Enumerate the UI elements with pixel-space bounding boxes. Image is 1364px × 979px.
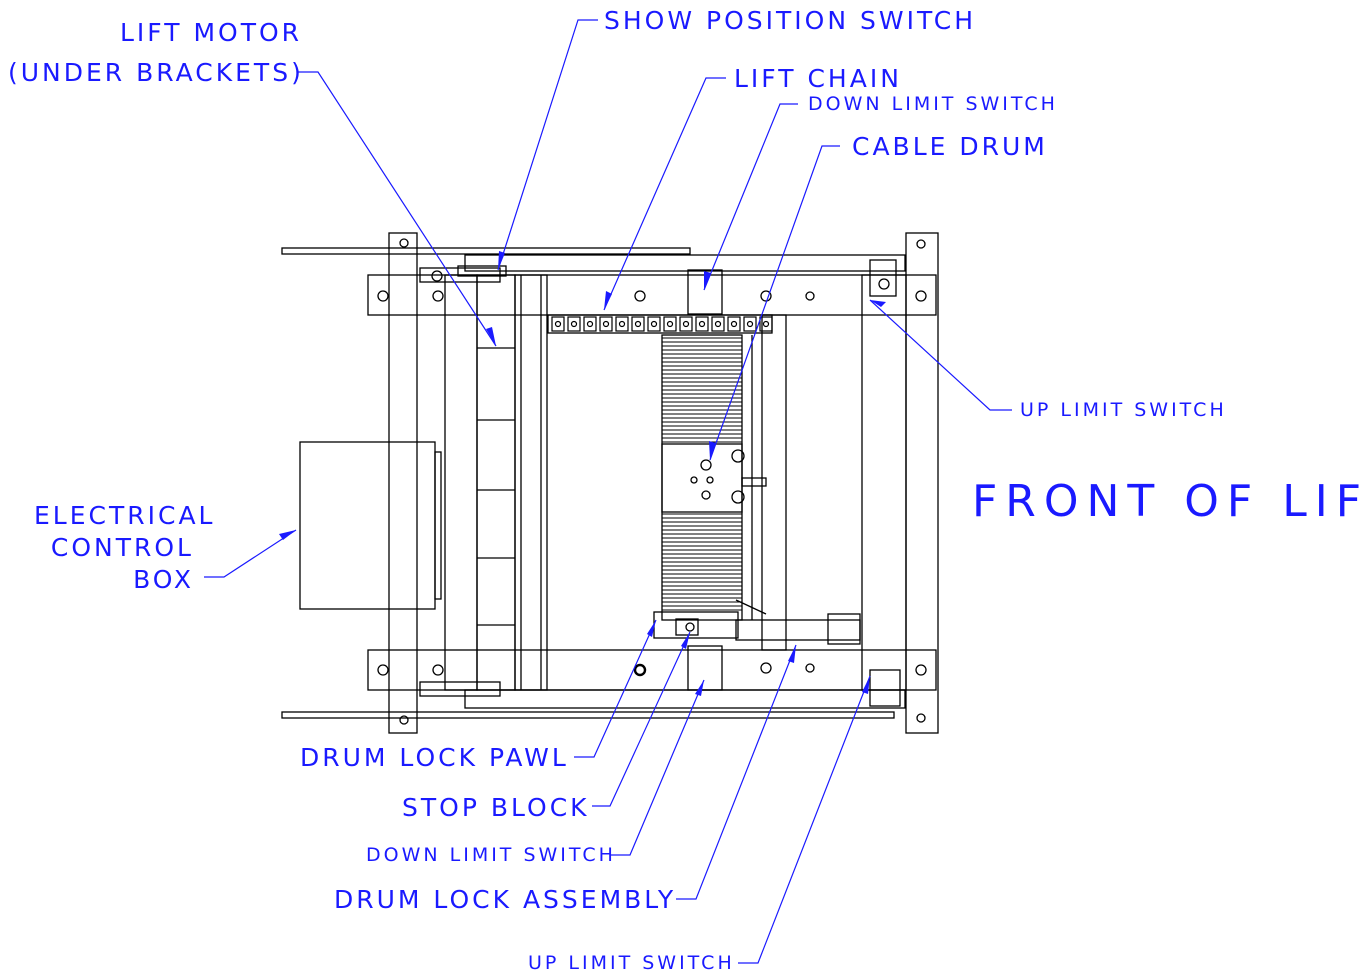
leader-show-position-switch: [497, 19, 598, 271]
frame-vertical-1: [444, 274, 478, 691]
frame-vertical-2: [476, 274, 516, 691]
arrowhead: [870, 300, 886, 307]
right-plate: [905, 232, 939, 734]
chain-pin: [698, 320, 706, 328]
leader-stop-block: [592, 631, 691, 807]
chain-link: [551, 316, 565, 332]
arrowhead: [604, 291, 612, 310]
label-show-position-switch: SHOW POSITION SWITCH: [604, 6, 976, 35]
arrowhead: [486, 327, 496, 346]
label-electrical-line2: CONTROL: [50, 533, 194, 562]
chain-pin: [746, 320, 754, 328]
label-lift-motor-line1: LIFT MOTOR: [120, 18, 303, 47]
chain-link: [727, 316, 741, 332]
chain-pin: [762, 320, 770, 328]
arrowhead: [279, 530, 296, 540]
label-drum-lock-pawl: DRUM LOCK PAWL: [300, 743, 569, 772]
frame-vertical-5: [861, 274, 907, 691]
chain-link: [711, 316, 725, 332]
show-position-switch-body: [457, 265, 507, 277]
label-stop-block: STOP BLOCK: [402, 793, 590, 822]
chain-pin: [586, 320, 594, 328]
top-rail: [464, 254, 906, 272]
bottom-crossbeam: [367, 649, 937, 691]
drum-lock-pawl: [653, 611, 739, 639]
chain-pin: [570, 320, 578, 328]
up-limit-switch-bottom-body: [869, 669, 901, 707]
label-up-limit-switch-right: UP LIMIT SWITCH: [1020, 399, 1227, 421]
arrowhead: [704, 271, 711, 290]
motor-bracket-top: [419, 267, 501, 283]
arrowhead: [709, 441, 716, 460]
frame-vertical-4: [761, 314, 787, 651]
chain-link: [759, 316, 773, 332]
chain-pin: [618, 320, 626, 328]
motor-bracket-bottom: [419, 681, 501, 697]
arrowhead: [498, 251, 505, 270]
bottom-rail: [464, 689, 906, 709]
leader-drum-lock-pawl: [574, 619, 657, 758]
chain-link: [679, 316, 693, 332]
down-limit-switch-top-body: [687, 269, 723, 315]
leader-lift-chain: [603, 77, 726, 311]
arrowhead: [788, 645, 796, 663]
chain-pin: [714, 320, 722, 328]
leader-up-limit-switch-right: [869, 299, 1012, 411]
up-limit-switch-top-body: [869, 259, 897, 297]
down-limit-switch-bottom-body: [687, 645, 723, 691]
chain-pin: [666, 320, 674, 328]
left-plate: [388, 232, 418, 734]
chain-link: [615, 316, 629, 332]
chain-link: [743, 316, 757, 332]
chain-pin: [602, 320, 610, 328]
title-front-of-lift: FRONT OF LIFT: [972, 476, 1364, 527]
leader-down-limit-switch-bottom: [610, 679, 705, 856]
label-lift-motor-line2: (UNDER BRACKETS): [8, 58, 304, 87]
chain-link: [567, 316, 581, 332]
leader-lift-motor: [298, 71, 497, 347]
arrowhead: [695, 680, 704, 696]
chain-link: [695, 316, 709, 332]
label-up-limit-switch-bottom: UP LIMIT SWITCH: [528, 952, 735, 974]
label-cable-drum: CABLE DRUM: [852, 132, 1048, 161]
chain-pin: [554, 320, 562, 328]
top-rail-plate: [281, 247, 691, 255]
chain-links: [551, 316, 773, 332]
leader-cable-drum: [709, 145, 840, 461]
chain-link: [647, 316, 661, 332]
arrowhead: [681, 632, 690, 649]
leader-down-limit-switch-top: [703, 103, 798, 291]
chain-pin: [650, 320, 658, 328]
drum-lock-assembly: [735, 619, 861, 641]
leader-up-limit-switch-bottom: [738, 675, 871, 964]
label-down-limit-switch-top: DOWN LIMIT SWITCH: [808, 93, 1058, 115]
chain-link: [631, 316, 645, 332]
chain-link: [583, 316, 597, 332]
label-lift-chain: LIFT CHAIN: [734, 64, 902, 93]
label-electrical-line1: ELECTRICAL: [34, 501, 216, 530]
electrical-control-box: [299, 441, 436, 610]
label-drum-lock-assembly: DRUM LOCK ASSEMBLY: [334, 885, 677, 914]
label-down-limit-switch-bottom: DOWN LIMIT SWITCH: [366, 844, 616, 866]
arrowhead: [862, 676, 870, 694]
bottom-rail-plate: [281, 711, 895, 719]
leader-electrical-box: [204, 529, 297, 578]
chain-pin: [634, 320, 642, 328]
label-electrical-line3: BOX: [133, 565, 194, 594]
drum-grooves: [662, 337, 742, 611]
chain-link: [663, 316, 677, 332]
chain-pin: [730, 320, 738, 328]
leader-drum-lock-assembly: [676, 644, 797, 900]
stop-block: [675, 618, 699, 636]
arrowhead: [647, 620, 656, 637]
frame-vertical-3: [514, 274, 548, 691]
chain-pin: [682, 320, 690, 328]
chain-link: [599, 316, 613, 332]
